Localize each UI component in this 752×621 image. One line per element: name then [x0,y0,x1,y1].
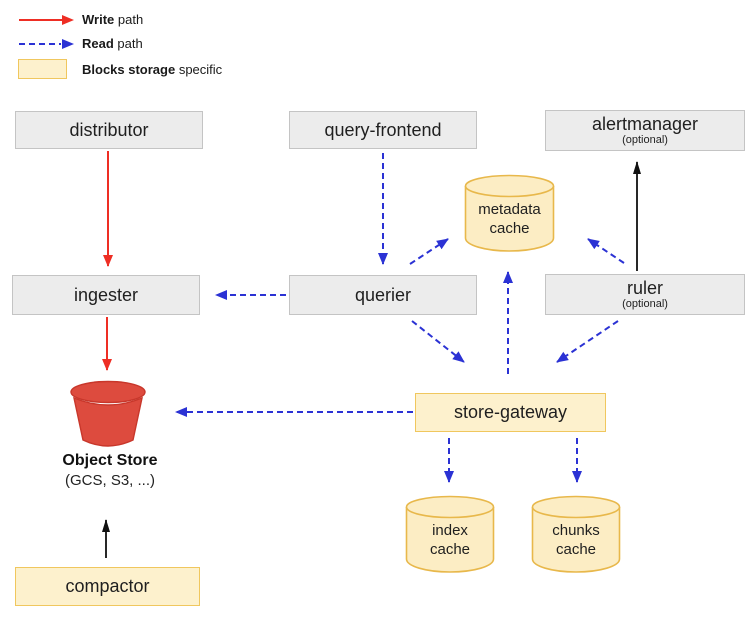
node-compactor: compactor [15,567,200,606]
legend-read-rest: path [113,36,143,51]
distributor-label: distributor [69,119,149,140]
legend-blocks-bold: Blocks storage [82,61,176,77]
node-querier: querier [289,275,477,315]
bucket-icon [70,380,146,447]
querier-label: querier [354,284,412,305]
object-store-title: Object Store [62,452,158,469]
legend-read-label: Read path [82,36,143,51]
node-object-store [68,380,148,457]
node-alertmanager: alertmanager (optional) [545,110,745,151]
arrow-querier-to-store-gateway [411,320,465,363]
cylinder-icon [464,174,555,252]
read-path-arrow-icon [18,37,82,51]
node-distributor: distributor [15,111,203,149]
legend-blocks-storage: Blocks storage specific [18,59,222,79]
compactor-label: compactor [65,576,150,596]
arrow-querier-to-metadata-cache [409,238,449,265]
legend-blocks-rest: specific [175,61,223,77]
ruler-label: ruler [626,278,663,298]
node-chunks-cache: chunks cache [531,495,621,574]
cylinder-icon [405,495,495,573]
read-path-arrows [175,153,625,483]
write-path-arrow-icon [18,13,82,27]
legend-write-label: Write path [82,12,143,27]
write-path-arrows [102,151,113,371]
alertmanager-label: alertmanager [591,114,699,134]
object-store-label: Object Store (GCS, S3, ...) [30,451,190,490]
node-ingester: ingester [12,275,200,315]
ingester-label: ingester [73,284,139,305]
node-metadata-cache: metadata cache [464,174,555,253]
legend-write-path: Write path [18,12,143,27]
index-cache-label: index [432,522,468,539]
node-ruler: ruler (optional) [545,274,745,315]
node-index-cache: index cache [405,495,495,574]
cylinder-icon [531,495,621,573]
arrow-ruler-to-store-gateway [556,320,619,363]
legend-write-rest: path [114,12,144,27]
ruler-optional-label: (optional) [622,298,668,310]
node-store-gateway: store-gateway [415,393,606,432]
legend-write-bold: Write [82,12,115,27]
alertmanager-optional-label: (optional) [622,134,668,146]
chunks-cache-label: chunks [552,522,600,539]
store-gateway-label: store-gateway [453,402,568,422]
object-store-subtitle: (GCS, S3, ...) [64,472,155,489]
legend-read-path: Read path [18,36,143,51]
blocks-storage-swatch-icon [18,59,67,79]
metadata-cache-label: metadata [478,201,541,218]
arrow-ruler-to-metadata-cache [587,238,625,264]
node-query-frontend: query-frontend [289,111,477,149]
legend-blocks-label: Blocks storage specific [82,62,222,77]
query-frontend-label: query-frontend [324,119,442,140]
legend-read-bold: Read [82,36,114,51]
